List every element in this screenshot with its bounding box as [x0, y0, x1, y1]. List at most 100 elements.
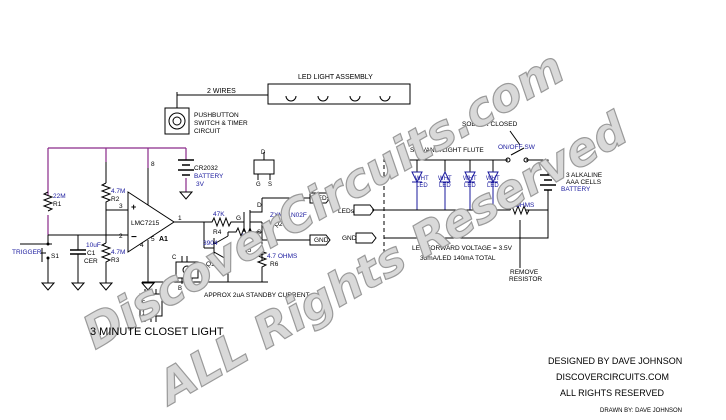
led-light-assembly: [267, 83, 411, 105]
ic-plus: +: [131, 202, 136, 212]
forward-voltage-label: LED FORWARD VOLTAGE = 3.5V: [412, 245, 513, 252]
q2-mosfet: [243, 197, 310, 260]
pin8-label: 8: [151, 161, 155, 168]
gate-label: G: [236, 215, 241, 222]
q1-package: [175, 256, 199, 284]
ground-symbols-left: [40, 191, 194, 291]
battery-right-label: BATTERY: [561, 186, 591, 193]
ic-minus: −: [131, 232, 137, 243]
current-label: 35mA/LED 140mA TOTAL: [420, 255, 496, 262]
lmc7215-comparator: [48, 168, 204, 283]
led2-wht: WHT: [438, 176, 452, 182]
drawn-by-credit: DRAWN BY: DAVE JOHNSON: [600, 408, 682, 414]
standby-label: APPROX 2uA STANDBY CURRENT: [204, 292, 310, 299]
pin2-label: 2: [119, 233, 123, 240]
leds-connector-left: [309, 192, 331, 204]
pkg-1-label: 1: [142, 311, 146, 317]
r2-value: 4.7M: [111, 188, 125, 195]
led-assembly-label: LED LIGHT ASSEMBLY: [298, 74, 373, 81]
pkg-g-label: G: [256, 182, 261, 188]
led-labels: WHT LED WHT LED WHT LED WHT LED: [415, 176, 500, 189]
pushbutton-label-2: SWITCH & TIMER: [194, 120, 248, 127]
battery-right: [540, 174, 556, 191]
gnd-label-right: GND: [342, 235, 357, 242]
r6-value: 4.7 OHMS: [267, 253, 298, 260]
c1-value: 10uF: [86, 242, 101, 249]
cr2032-battery: [178, 159, 194, 176]
r1-resistor: [42, 191, 54, 212]
ic-name: LMC7215: [131, 220, 160, 227]
r1-ref: R1: [53, 201, 62, 208]
s1-ref: S1: [51, 253, 59, 260]
pin3-label: 3: [119, 203, 123, 210]
solder-closed-label: SOLDER CLOSED: [462, 121, 518, 128]
alkaline-label-1: 3 ALKALINE: [566, 172, 603, 179]
led3-wht: WHT: [463, 176, 477, 182]
a1-package: [139, 289, 163, 322]
r68-label: 6.8 OHMS: [504, 202, 535, 209]
pkg-d-label: D: [261, 150, 266, 156]
q1-part: 3904: [203, 240, 218, 247]
alkaline-label-2: AAA CELLS: [566, 179, 602, 186]
pushbutton-box: [164, 107, 190, 135]
r3-ref: R3: [111, 257, 120, 264]
leds-label-right: LEDs: [338, 208, 355, 215]
c1-type: CER: [84, 258, 98, 265]
c1-ref: C1: [87, 250, 96, 257]
on-off-switch: [510, 147, 525, 156]
on-off-label: ON/OFF SW: [498, 144, 536, 151]
q1-transistor: [203, 222, 229, 282]
pkg-b-label: B: [178, 286, 182, 292]
top-rail: [48, 147, 186, 168]
sylvania-label: SYLVANIA LIGHT FLUTE: [410, 147, 484, 154]
cr2032-label: CR2032: [194, 165, 218, 172]
q2-package: [253, 152, 275, 180]
rights-credit: ALL RIGHTS RESERVED: [560, 388, 665, 398]
r5-ref: R5: [243, 247, 252, 254]
led-array: [411, 170, 499, 210]
led2-led: LED: [439, 183, 451, 189]
ic-ref: A1: [159, 236, 168, 243]
r5-value: 10K: [241, 233, 253, 240]
s1-switch: [41, 235, 52, 273]
r3-resistor: [100, 210, 112, 283]
pkg-s-label: S: [268, 182, 272, 188]
q2-ref: Q2: [274, 221, 283, 228]
led4-led: LED: [487, 183, 499, 189]
r6-ref: R6: [270, 261, 279, 268]
led4-wht: WHT: [486, 176, 500, 182]
leds-label-left: LEDs: [314, 195, 331, 202]
solder-pointer: [509, 130, 521, 146]
pin5-label: 5: [151, 236, 155, 243]
two-wire-lead: [176, 94, 268, 108]
pin4-label: 4: [140, 242, 144, 249]
r6-resistor: [256, 247, 268, 282]
battery-left-label: BATTERY: [194, 173, 224, 180]
gnd-connector-left: [309, 234, 331, 246]
r1-value: 22M: [53, 193, 66, 200]
r4-ref: R4: [213, 229, 222, 236]
led-anode-bus: [408, 159, 500, 172]
pushbutton-label-1: PUSHBUTTON: [194, 112, 239, 119]
source-label: S: [257, 229, 262, 236]
pkg-5-label: 5: [142, 301, 146, 307]
remove-label-2: RESISTOR: [509, 276, 542, 283]
pushbutton-label-3: CIRCUIT: [194, 128, 220, 135]
gnd-label-left: GND: [314, 237, 329, 244]
led3-led: LED: [464, 183, 476, 189]
r3-value: 4.7M: [111, 249, 125, 256]
r4-value: 47K: [213, 211, 225, 218]
led1-wht: WHT: [415, 176, 429, 182]
q1-ref: Q1: [206, 261, 215, 268]
remove-label-1: REMOVE: [510, 269, 539, 276]
circuit-title: 3 MINUTE CLOSET LIGHT: [90, 326, 224, 338]
two-wires-label: 2 WIRES: [207, 88, 236, 95]
pkg-e-label: E: [191, 286, 195, 292]
r4-resistor: [204, 216, 244, 228]
q2-part: ZXM61N02F: [270, 212, 307, 219]
led-return-bus: [372, 190, 549, 239]
pkg-c-label: C: [172, 255, 177, 261]
leds-connector-right: [353, 204, 375, 216]
r2-resistor: [100, 162, 128, 211]
